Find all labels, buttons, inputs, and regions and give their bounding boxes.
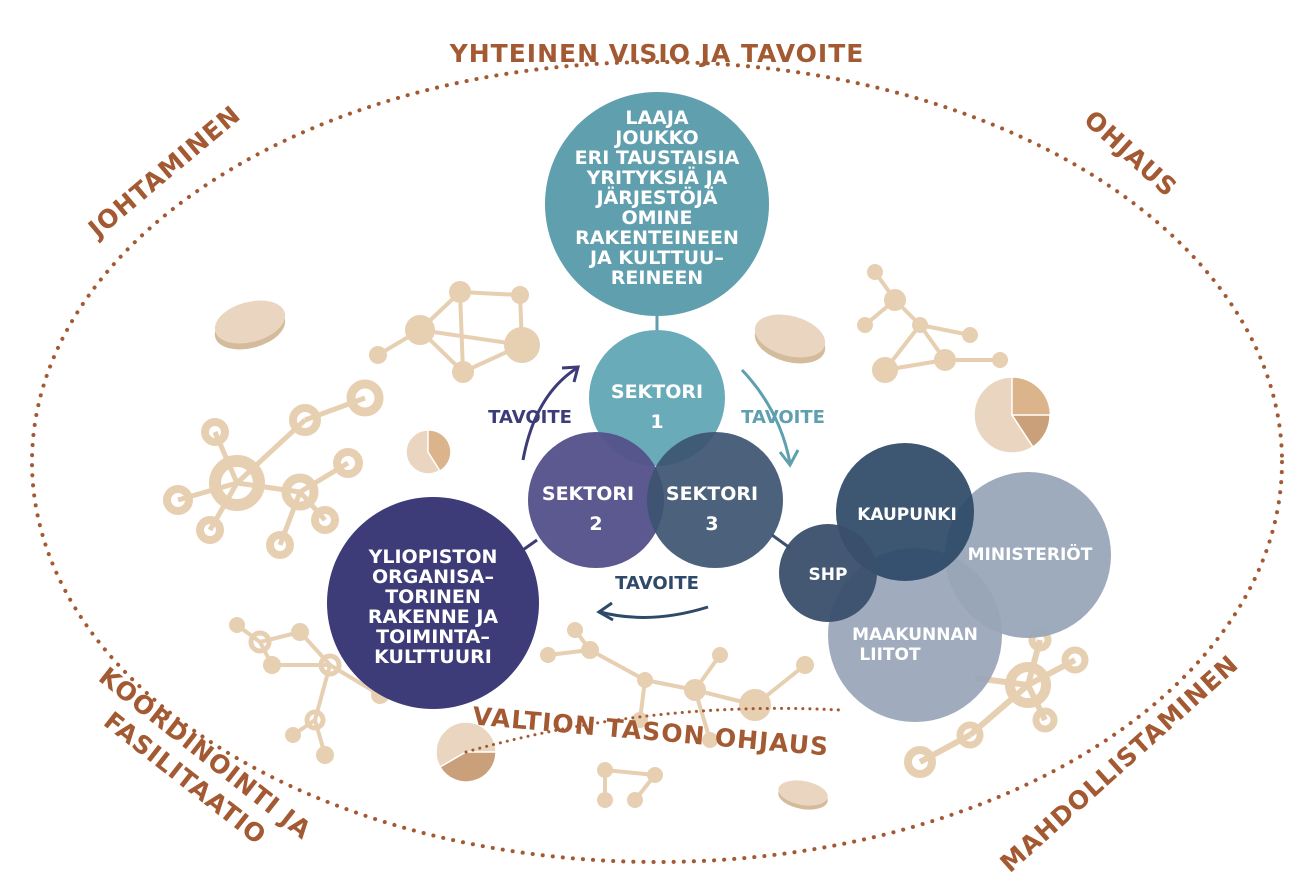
sector1-label: SEKTORI [611,381,703,403]
city-label: KAUPUNKI [857,505,957,525]
shp-label: SHP [809,565,848,585]
university-circle [327,497,539,709]
sector3-label: SEKTORI [666,483,758,505]
shp-circle [779,524,877,622]
outer-dotted-ellipse [30,60,1284,864]
stakeholder-cluster [779,443,1111,722]
label-state-steering: VALTION TASON OHJAUS [471,701,830,761]
university-line: YLIOPISTON [368,546,498,568]
companies-line: JA KULTTUU– [588,247,724,269]
label-steering: OHJAUS [1078,105,1182,203]
university-line: TOIMINTA– [376,626,490,648]
companies-line: OMINE [621,207,692,229]
university-line: TORINEN [385,586,481,608]
arrow-right [740,368,800,468]
university-line: KULTTUURI [374,646,492,668]
sector1-number: 1 [650,411,663,433]
label-coordination-line1: KOORDINOINTI JA [93,661,317,845]
companies-line: JOUKKO [613,127,698,149]
sector3-number: 3 [705,513,718,535]
network-decoration-left [163,379,384,559]
sector2-label: SEKTORI [542,483,634,505]
ministries-label: MINISTERIÖT [968,543,1093,565]
companies-line: YRITYKSIÄ JA [586,165,728,189]
companies-line: REINEEN [611,267,703,289]
sector2-number: 2 [589,513,602,535]
arrow-bottom [596,601,709,622]
network-decoration-bottom [540,622,814,808]
coin-decorations [214,300,828,810]
sector3-circle [647,432,783,568]
university-line: RAKENNE JA [368,606,499,628]
regions-line1: MAAKUNNAN [852,625,978,645]
companies-line: LAAJA [625,107,689,129]
companies-line: JÄRJESTÖJÄ [594,185,717,209]
goal-label-right: TAVOITE [741,407,825,428]
sector1-circle [589,330,725,466]
city-circle [836,443,974,581]
goal-label-bottom: TAVOITE [615,573,699,594]
network-decoration-bottom-left [229,617,389,764]
arrow-left [521,365,580,461]
network-decoration-bottom-right [904,628,1089,778]
goal-label-left: TAVOITE [488,407,572,428]
network-decoration-top-right [857,264,1008,383]
sector2-circle [528,432,664,568]
companies-line: ERI TAUSTAISIA [575,147,740,169]
label-leadership: JOHTAMINEN [81,100,246,245]
university-line: ORGANISA– [372,566,494,588]
companies-circle [545,92,769,316]
inner-dotted-arc [464,706,842,754]
network-decoration-top-left [369,281,540,383]
regions-line2: LIITOT [859,645,921,665]
label-shared-vision: YHTEINEN VISIO JA TAVOITE [449,39,865,68]
companies-line: RAKENTEINEEN [575,227,739,249]
